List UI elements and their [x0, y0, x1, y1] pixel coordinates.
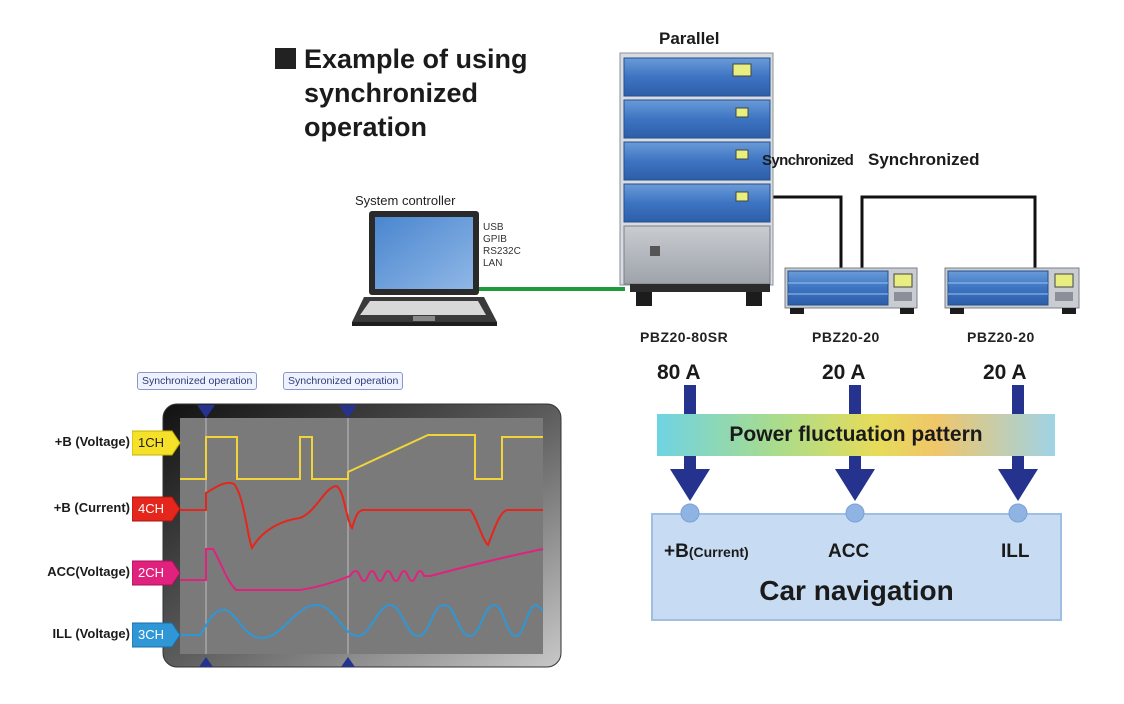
laptop-icon [352, 211, 497, 326]
terminal-dot-1 [680, 503, 700, 523]
sync-operation-label-1: Synchronized operation [137, 372, 258, 390]
synchronized-label-1: Synchronized [762, 152, 854, 169]
sync-cables [764, 195, 1037, 268]
trace-4ch [180, 481, 543, 551]
parallel-rack-unit [619, 52, 774, 306]
interface-lan: LAN [483, 258, 503, 269]
channel-tag-2ch [132, 560, 181, 586]
interface-rs232c: RS232C [483, 246, 521, 257]
sync-operation-label-2: Synchronized operation [283, 372, 404, 390]
pbz20-20-unit-1 [784, 267, 918, 314]
channel-label-1: +B (Voltage) [54, 434, 130, 449]
car-input-ill: ILL [1001, 541, 1030, 562]
channel-tag-3ch [132, 622, 181, 648]
arrow-head-1 [670, 469, 710, 501]
model-label-2: PBZ20-20 [812, 329, 880, 345]
trace-3ch [180, 603, 544, 640]
channel-label-3: ACC(Voltage) [47, 564, 130, 579]
channel-label-2: +B (Current) [53, 500, 130, 515]
channel-tag-4ch [132, 496, 181, 522]
synchronized-label-2: Synchronized [868, 150, 980, 169]
scope-screen [180, 418, 543, 654]
current-label-2: 20 A [822, 361, 866, 384]
channel-label-4: ILL (Voltage) [52, 626, 130, 641]
terminal-dot-3 [1008, 503, 1028, 523]
model-label-3: PBZ20-20 [967, 329, 1035, 345]
title-line-3: operation [304, 112, 428, 142]
trace-2ch [180, 548, 544, 591]
power-fluctuation-bar: Power fluctuation pattern [657, 414, 1055, 456]
bullet-square-icon [275, 48, 296, 69]
arrow-head-3 [998, 469, 1038, 501]
channel-tag-text-2: 4CH [138, 501, 165, 516]
car-input-b-main: +B [664, 541, 689, 562]
pbz20-20-unit-2 [944, 267, 1080, 314]
channel-tag-1ch [132, 430, 181, 456]
current-label-3: 20 A [983, 361, 1027, 384]
channel-tag-text-3: 2CH [138, 565, 165, 580]
interface-list: USB GPIB RS232C LAN [483, 222, 521, 270]
interface-gpib: GPIB [483, 234, 507, 245]
interface-usb: USB [483, 222, 504, 233]
title-line-2: synchronized [304, 78, 479, 108]
parallel-label: Parallel [659, 29, 720, 48]
trace-1ch [180, 434, 543, 480]
current-label-1: 80 A [657, 361, 701, 384]
channel-tag-arrows [132, 430, 181, 648]
channel-tag-text-1: 1CH [138, 435, 165, 450]
arrow-head-2 [835, 469, 875, 501]
sync-marker-top-2 [339, 405, 357, 418]
car-navigation-title: Car navigation [759, 575, 954, 606]
page-title: Example of using synchronized operation [275, 42, 528, 144]
input-terminals [680, 503, 1028, 523]
sync-marker-top-1 [197, 405, 215, 418]
system-controller-label: System controller [355, 193, 456, 208]
sync-marker-bottom-2 [341, 657, 355, 667]
title-line-1: Example of using [304, 44, 528, 74]
car-input-b-sub: (Current) [688, 544, 749, 560]
car-input-acc: ACC [828, 541, 870, 562]
channel-tag-text-4: 3CH [138, 627, 165, 642]
sync-marker-bottom-1 [199, 657, 213, 667]
model-label-1: PBZ20-80SR [640, 329, 729, 345]
car-input-b-current: +B(Current) [664, 541, 749, 563]
terminal-dot-2 [845, 503, 865, 523]
